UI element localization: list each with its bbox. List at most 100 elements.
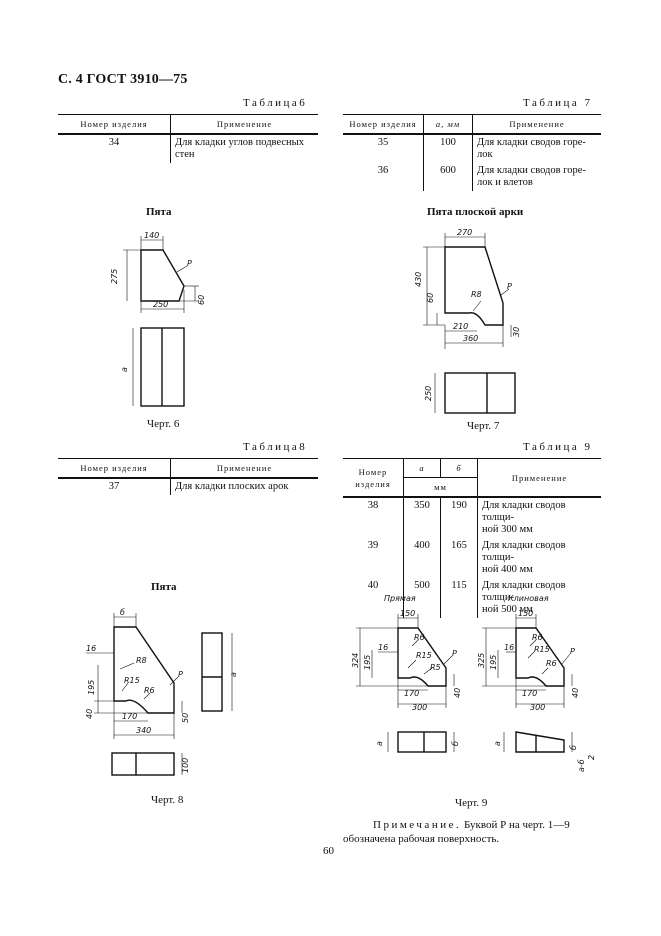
page-number: 60: [323, 845, 334, 857]
svg-text:а: а: [229, 672, 238, 677]
table-row: 37 Для кладки плоских арок: [58, 478, 318, 495]
fig9-left-drawing: Прямая 150 324 195 16 R6 R15 R5 P 170 30…: [351, 594, 462, 753]
table8: Номер изделия Применение 37 Для кладки п…: [58, 458, 318, 495]
svg-text:R15: R15: [534, 645, 550, 654]
svg-text:а: а: [493, 741, 502, 746]
table8-col-num: Номер изделия: [58, 458, 171, 479]
table9-col-b: б: [440, 458, 478, 478]
svg-text:150: 150: [400, 609, 415, 618]
table-row: 35 100 Для кладки сводов горе-лок: [343, 134, 601, 163]
table9: Номер изделия а б Применение мм 38 350 1…: [343, 458, 601, 618]
footnote: Примечание. Буквой Р на черт. 1—9 обозна…: [343, 818, 601, 846]
table6-caption: Таблица6: [243, 97, 308, 109]
svg-text:300: 300: [530, 703, 545, 712]
svg-text:170: 170: [122, 712, 137, 721]
fig6-caption: Черт. 6: [147, 418, 180, 430]
table9-col-use: Применение: [477, 458, 601, 498]
svg-text:P: P: [507, 282, 512, 291]
table9-caption: Таблица 9: [523, 441, 593, 453]
svg-text:100: 100: [181, 758, 190, 773]
svg-text:R5: R5: [430, 663, 441, 672]
table-row: 40 500 115 Для кладки сводов толщи-ной 5…: [343, 578, 601, 618]
svg-text:2: 2: [587, 755, 596, 760]
page-header: С. 4 ГОСТ 3910—75: [58, 72, 188, 87]
svg-text:275: 275: [110, 269, 119, 284]
svg-text:R8: R8: [136, 656, 147, 665]
table7-col-a: а, мм: [423, 114, 473, 135]
svg-text:R15: R15: [124, 676, 140, 685]
fig9-left-profile: [397, 627, 447, 687]
svg-text:325: 325: [477, 653, 486, 668]
svg-text:б: б: [120, 608, 125, 617]
table-row: 39 400 165 Для кладки сводов толщи-ной 4…: [343, 538, 601, 578]
fig6-title: Пята: [146, 206, 172, 218]
fig9-left-label: Прямая: [384, 594, 416, 603]
fig8-drawing: б 16 R8 R15 R6 P 195 40 170 340 50 а 100: [85, 608, 238, 776]
svg-text:а: а: [375, 741, 384, 746]
svg-text:R6: R6: [144, 686, 155, 695]
svg-text:360: 360: [463, 334, 478, 343]
svg-text:430: 430: [414, 272, 423, 287]
fig8-plan: [111, 752, 175, 776]
svg-text:170: 170: [522, 689, 537, 698]
svg-text:324: 324: [351, 653, 360, 668]
svg-text:60: 60: [197, 295, 206, 305]
fig6-profile: [140, 249, 185, 302]
svg-text:250: 250: [424, 386, 433, 401]
svg-text:R15: R15: [416, 651, 432, 660]
table9-unit: мм: [403, 477, 478, 498]
svg-text:300: 300: [412, 703, 427, 712]
svg-text:270: 270: [457, 228, 472, 237]
table7-col-use: Применение: [472, 114, 601, 135]
svg-text:40: 40: [85, 709, 94, 719]
svg-text:R6: R6: [414, 633, 425, 642]
fig9-right-label: Клиновая: [508, 594, 549, 603]
fig8-caption: Черт. 8: [151, 794, 184, 806]
svg-text:210: 210: [453, 322, 468, 331]
table-row: 36 600 Для кладки сводов горе-лок и влет…: [343, 163, 601, 191]
fig9-caption: Черт. 9: [455, 797, 488, 809]
svg-text:R6: R6: [532, 633, 543, 642]
fig8-profile: [113, 626, 175, 714]
table8-col-use: Применение: [170, 458, 318, 479]
fig8-title: Пята: [151, 581, 177, 593]
fig9-right-profile: [515, 627, 565, 687]
svg-text:60: 60: [426, 293, 435, 303]
svg-text:40: 40: [453, 688, 462, 698]
svg-text:195: 195: [363, 655, 372, 670]
fig8-side: [201, 632, 223, 712]
table6-col-use: Применение: [170, 114, 318, 135]
svg-text:170: 170: [404, 689, 419, 698]
table7: Номер изделия а, мм Применение 35 100 Дл…: [343, 114, 601, 191]
svg-text:а-б: а-б: [577, 759, 586, 772]
svg-text:140: 140: [144, 231, 159, 240]
fig7-title: Пята плоской арки: [427, 206, 524, 218]
svg-text:R8: R8: [471, 290, 482, 299]
footnote-lead: Примечание.: [373, 819, 462, 831]
table9-col-num: Номер изделия: [343, 458, 404, 498]
svg-text:б: б: [569, 745, 578, 750]
svg-text:40: 40: [571, 688, 580, 698]
fig7-drawing: 270 430 60 R8 P 210 360 30 250: [414, 228, 521, 414]
fig9-right-plan: [515, 731, 565, 753]
fig9-right-drawing: Клиновая 150 325 195 16 R6 R15 R6 P 170 …: [477, 594, 596, 772]
table7-caption: Таблица 7: [523, 97, 593, 109]
table9-col-a: а: [403, 458, 441, 478]
fig7-plan: [444, 372, 516, 414]
svg-text:340: 340: [136, 726, 151, 735]
table6: Номер изделия Применение 34 Для кладки у…: [58, 114, 318, 163]
fig7-caption: Черт. 7: [467, 420, 500, 432]
svg-text:195: 195: [87, 680, 96, 695]
svg-text:б: б: [451, 741, 460, 746]
svg-text:P: P: [452, 649, 457, 658]
svg-text:150: 150: [518, 609, 533, 618]
svg-text:250: 250: [153, 300, 168, 309]
table8-caption: Таблица8: [243, 441, 308, 453]
svg-text:16: 16: [86, 644, 96, 653]
fig9-left-plan: [397, 731, 447, 753]
table-row: 38 350 190 Для кладки сводов толщи-ной 3…: [343, 497, 601, 538]
svg-text:16: 16: [378, 643, 388, 652]
svg-text:16: 16: [504, 643, 514, 652]
fig7-profile: [444, 246, 504, 326]
